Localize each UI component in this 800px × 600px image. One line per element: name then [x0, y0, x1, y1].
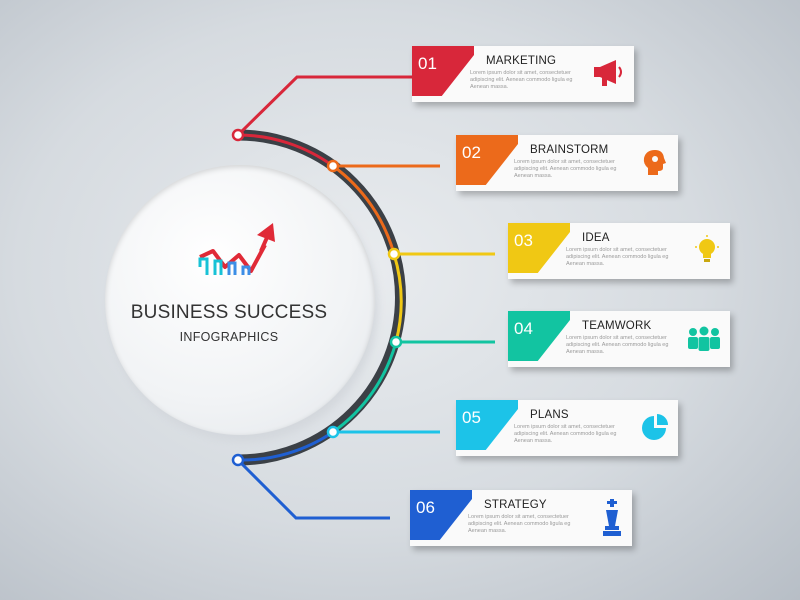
node-02 — [326, 159, 340, 173]
node-06 — [231, 453, 245, 467]
step-number: 04 — [514, 319, 533, 338]
arc-segment-02 — [332, 164, 396, 255]
step-title: PLANS — [530, 409, 569, 421]
connector-06 — [236, 458, 390, 520]
step-card-03: 03 IDEA Lorem ipsum dolor sit amet, cons… — [508, 223, 730, 279]
head-icon — [643, 150, 666, 175]
node-04 — [389, 335, 403, 349]
step-description: Lorem ipsum dolor sit amet, consectetuer… — [514, 159, 617, 179]
step-title: IDEA — [582, 232, 610, 244]
step-card-02: 02 BRAINSTORM Lorem ipsum dolor sit amet… — [456, 135, 678, 191]
node-03 — [387, 247, 401, 261]
step-description: Lorem ipsum dolor sit amet, consectetuer… — [514, 424, 617, 444]
step-description: Lorem ipsum dolor sit amet, consectetuer… — [468, 514, 571, 534]
step-card-05: 05 PLANS Lorem ipsum dolor sit amet, con… — [456, 400, 678, 456]
team-icon — [688, 326, 720, 351]
growth-chart-icon — [198, 223, 275, 275]
megaphone-icon — [594, 60, 622, 86]
step-number: 05 — [462, 408, 481, 427]
main-title: BUSINESS SUCCESS — [130, 302, 328, 323]
step-description: Lorem ipsum dolor sit amet, consectetuer… — [470, 70, 573, 90]
step-title: MARKETING — [486, 55, 557, 67]
pie-chart-icon — [642, 414, 668, 440]
step-number: 02 — [462, 143, 481, 162]
step-card-04: 04 TEAMWORK Lorem ipsum dolor sit amet, … — [508, 311, 730, 367]
step-card-06: 06 STRATEGY Lorem ipsum dolor sit amet, … — [410, 490, 632, 546]
node-05 — [326, 425, 340, 439]
step-number: 03 — [514, 231, 533, 250]
node-01 — [231, 128, 245, 142]
chess-king-icon — [603, 499, 621, 536]
step-title: BRAINSTORM — [530, 144, 609, 156]
main-circle — [105, 165, 375, 435]
connector-01 — [236, 75, 412, 137]
arc-segment-05 — [237, 430, 334, 462]
step-title: TEAMWORK — [582, 320, 652, 332]
arc-segment-04 — [332, 341, 398, 434]
step-description: Lorem ipsum dolor sit amet, consectetuer… — [566, 335, 669, 355]
step-description: Lorem ipsum dolor sit amet, consectetuer… — [566, 247, 669, 267]
arc-segment-03 — [392, 253, 403, 343]
main-subtitle: INFOGRAPHICS — [179, 330, 279, 344]
arc-segment-01 — [237, 133, 334, 168]
step-number: 06 — [416, 498, 435, 517]
step-number: 01 — [418, 54, 437, 73]
lightbulb-icon — [695, 235, 719, 262]
step-title: STRATEGY — [484, 499, 547, 511]
step-card-01: 01 MARKETING Lorem ipsum dolor sit amet,… — [412, 46, 634, 102]
